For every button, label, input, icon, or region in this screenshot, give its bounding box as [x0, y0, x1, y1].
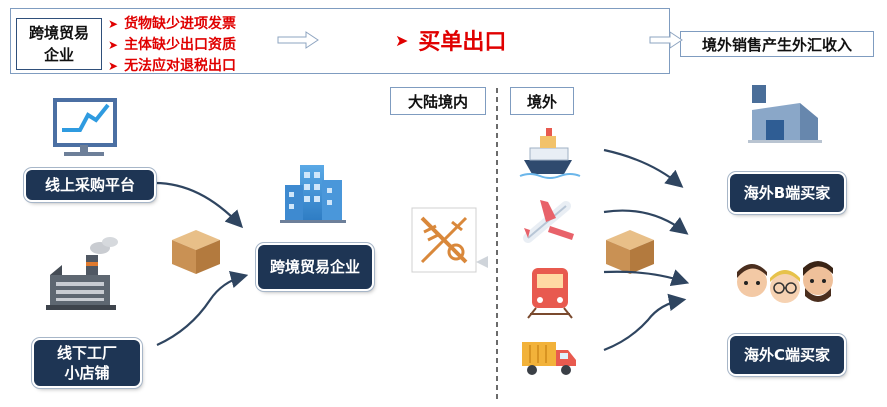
bullet-arrow-icon: ➤ — [395, 30, 409, 50]
flow-arrow-icon — [277, 31, 319, 49]
node-buyer-b: 海外B端买家 — [730, 174, 844, 212]
top-banner — [10, 8, 670, 74]
package-box-icon — [606, 230, 654, 274]
warehouse-icon — [748, 85, 822, 143]
monitor-chart-icon — [53, 98, 117, 156]
airplane-icon — [523, 200, 574, 243]
company-label-box: 跨境贸易 企业 — [16, 18, 102, 70]
people-faces-icon — [737, 261, 833, 303]
flow-arrow-icon — [649, 31, 683, 49]
issue-item: ➤无法应对退税出口 — [108, 56, 236, 77]
issue-list: ➤货物缺少进项发票 ➤主体缺少出口资质 ➤无法应对退税出口 — [108, 14, 236, 77]
package-box-icon — [172, 230, 220, 274]
bullet-arrow-icon: ➤ — [108, 17, 119, 31]
factory-icon — [46, 237, 118, 310]
node-trade-company: 跨境贸易企业 — [258, 245, 372, 289]
flow-connector-arrows — [154, 148, 690, 352]
company-line2: 企业 — [43, 46, 74, 64]
node-offline-shops: 线下工厂小店铺 — [34, 340, 140, 386]
region-label-domestic: 大陆境内 — [390, 87, 486, 115]
issue-item: ➤货物缺少进项发票 — [108, 14, 236, 35]
center-title: ➤ 买单出口 — [395, 30, 507, 55]
node-buyer-c: 海外C端买家 — [730, 336, 844, 374]
right-title: 境外销售产生外汇收入 — [680, 31, 874, 57]
region-label-overseas: 境外 — [510, 87, 574, 115]
node-online-platform: 线上采购平台 — [26, 170, 154, 200]
issue-item: ➤主体缺少出口资质 — [108, 35, 236, 56]
truck-icon — [522, 342, 576, 375]
train-icon — [527, 268, 573, 319]
company-line1: 跨境贸易 — [28, 24, 89, 42]
bullet-arrow-icon: ➤ — [108, 38, 119, 52]
bullet-arrow-icon: ➤ — [108, 59, 119, 73]
cargo-ship-icon — [519, 128, 581, 179]
customs-emblem-icon — [411, 207, 488, 273]
office-building-icon — [280, 165, 346, 223]
